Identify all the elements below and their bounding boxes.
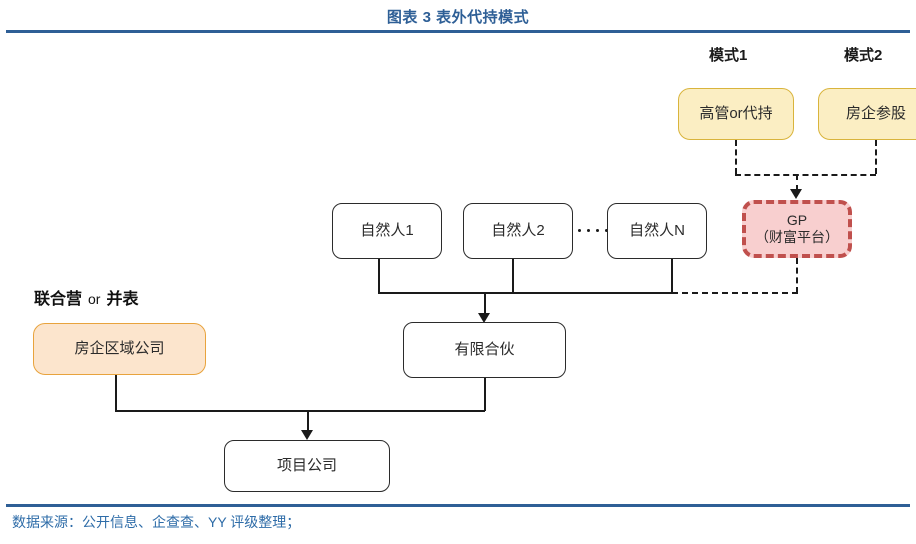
- connector-person-2-drop: [512, 259, 514, 293]
- node-person-1[interactable]: 自然人1: [332, 203, 442, 259]
- connector-person-n-drop: [671, 259, 673, 293]
- connector-person-1-drop: [378, 259, 380, 293]
- arrow-into-lp: [478, 313, 490, 323]
- node-project-company[interactable]: 项目公司: [224, 440, 390, 492]
- caption-mode-1: 模式1: [709, 47, 748, 64]
- connector-regional-company-drop: [115, 375, 117, 411]
- node-regional-company-label: 房企区域公司: [74, 339, 165, 357]
- ellipsis-between-persons: [578, 229, 608, 232]
- connector-developer-stake-drop: [875, 140, 877, 174]
- arrow-into-gp: [790, 189, 802, 199]
- node-gp-line1: GP: [786, 211, 808, 228]
- node-person-n[interactable]: 自然人N: [607, 203, 707, 259]
- source-note: 数据来源：公开信息、企查查、YY 评级整理；: [12, 514, 301, 530]
- node-person-n-label: 自然人N: [629, 221, 685, 239]
- connector-persons-bus: [378, 292, 672, 294]
- node-gp-line2: （财富平台）: [755, 229, 839, 245]
- connector-lp-drop: [484, 378, 486, 411]
- connector-mode-bus: [735, 174, 876, 176]
- node-gp[interactable]: GP （财富平台）: [742, 200, 852, 258]
- caption-joint-venture: 联合营: [34, 291, 83, 308]
- caption-left-group: 联合营 or 并表: [34, 285, 138, 309]
- page-title: 图表 3 表外代持模式: [386, 9, 530, 26]
- node-developer-stake-label: 房企参股: [845, 104, 906, 122]
- node-person-2[interactable]: 自然人2: [463, 203, 573, 259]
- node-developer-stake[interactable]: 房企参股: [818, 88, 916, 140]
- connector-exec-proxy-drop: [735, 140, 737, 174]
- connector-project-feed: [307, 410, 309, 432]
- connector-gp-drop: [796, 258, 798, 293]
- caption-or: or: [88, 291, 101, 307]
- node-exec-proxy[interactable]: 高管or代持: [678, 88, 794, 140]
- connector-lp-feed: [484, 292, 486, 315]
- connector-gp-to-bus: [672, 292, 798, 294]
- connector-project-bus: [115, 410, 485, 412]
- node-limited-partnership[interactable]: 有限合伙: [403, 322, 566, 378]
- caption-mode-2: 模式2: [844, 47, 883, 64]
- node-person-1-label: 自然人1: [360, 221, 414, 239]
- node-regional-company[interactable]: 房企区域公司: [33, 323, 206, 375]
- node-exec-proxy-label: 高管or代持: [699, 104, 773, 122]
- connector-gp-feed: [796, 174, 798, 191]
- source-divider: [6, 504, 910, 507]
- caption-consolidation: 并表: [106, 291, 139, 308]
- arrow-into-project-company: [301, 430, 313, 440]
- node-limited-partnership-label: 有限合伙: [454, 340, 515, 358]
- node-person-2-label: 自然人2: [491, 221, 545, 239]
- title-divider: [6, 30, 910, 33]
- node-project-company-label: 项目公司: [276, 456, 337, 474]
